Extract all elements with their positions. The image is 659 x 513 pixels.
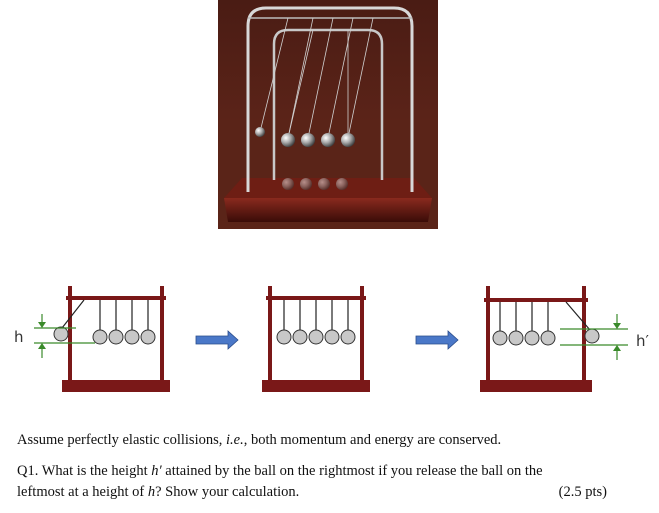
ball-rightmost — [584, 328, 600, 344]
ball-raised — [53, 326, 69, 342]
q1-hprime: h′ — [151, 463, 162, 479]
base-1 — [62, 380, 170, 392]
panel-after-collision — [480, 286, 628, 392]
p1-ie: i.e. — [226, 432, 244, 448]
q1-h: h — [147, 484, 156, 500]
arrow-1 — [195, 330, 239, 350]
question-line-1: Q1. What is the height h′ attained by th… — [17, 461, 543, 481]
q1-part2: attained by the ball on the rightmost if… — [161, 463, 543, 479]
panel-collision — [262, 286, 370, 392]
panel-before-release — [34, 286, 170, 392]
q1-part3: leftmost at a height of — [17, 484, 148, 500]
p1-before: Assume perfectly elastic collisions, — [17, 432, 226, 448]
assumption-text: Assume perfectly elastic collisions, i.e… — [17, 430, 501, 450]
q1-part4: ? Show your calculation. — [155, 484, 300, 500]
points-label: (2.5 pts) — [558, 484, 607, 500]
arrow-2 — [415, 330, 459, 350]
p1-after: , both momentum and energy are conserved… — [243, 432, 502, 448]
q1-part1: Q1. What is the height — [17, 463, 152, 479]
cradle-diagram: h — [14, 286, 650, 392]
label-h: h — [14, 328, 24, 346]
newtons-cradle-photo — [218, 0, 438, 229]
label-h-prime: h′ — [636, 332, 650, 350]
question-line-2: leftmost at a height of h? Show your cal… — [17, 482, 299, 502]
